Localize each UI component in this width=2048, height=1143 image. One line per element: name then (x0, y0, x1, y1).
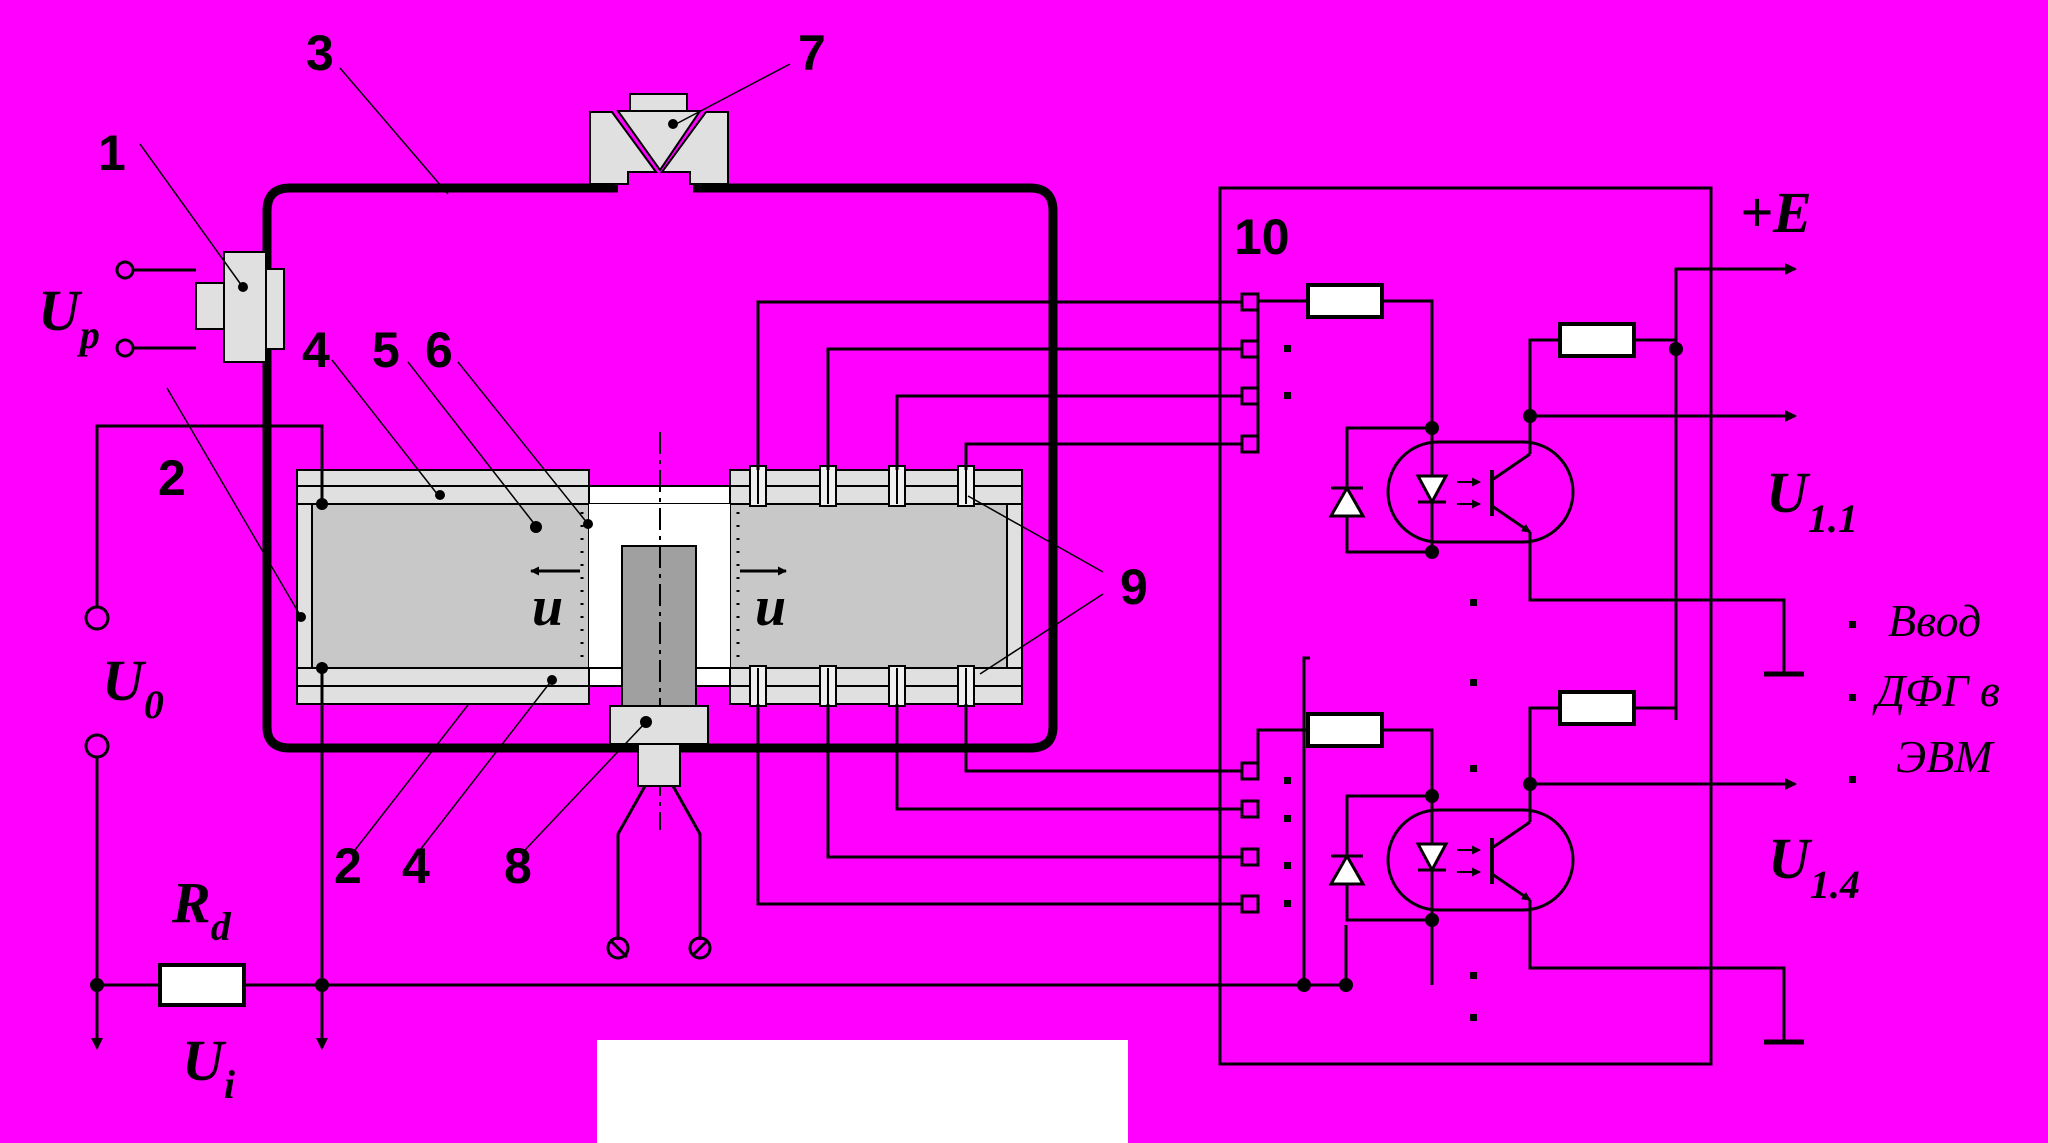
dot (1284, 862, 1291, 869)
optocoupler (1386, 440, 1575, 544)
velocity-label-right: u (755, 576, 786, 638)
note-line-1: Ввод (1888, 595, 1981, 646)
symbol-u14: U1.4 (1768, 826, 1860, 907)
node (1523, 409, 1537, 423)
note-line-2: ДФГ в (1872, 665, 2000, 716)
pin-wire (895, 394, 1242, 470)
label-4-bottom: 4 (402, 838, 430, 894)
label-1: 1 (98, 125, 126, 181)
pin-wire (756, 300, 1242, 470)
dot (1284, 900, 1291, 907)
label-9: 9 (1120, 559, 1148, 615)
terminal-square (1240, 292, 1260, 312)
label-7: 7 (798, 25, 826, 81)
protection-diode (1328, 484, 1366, 518)
pin-wire (964, 442, 1242, 470)
terminal-square (1240, 761, 1260, 781)
resistor (1306, 712, 1384, 748)
ion-gun (589, 93, 729, 185)
label-6: 6 (425, 322, 453, 378)
drift-tube-right (729, 469, 1023, 705)
terminal-square (1240, 386, 1260, 406)
label-5: 5 (372, 322, 400, 378)
pin-wire (895, 704, 1242, 811)
dot (1470, 679, 1477, 686)
pressure-sensor (115, 251, 285, 363)
optocouplers (1256, 283, 1804, 1045)
symbol-ui: Ui (182, 1028, 235, 1107)
pin-wire (756, 704, 1242, 906)
dot (1470, 972, 1477, 979)
symbol-supply: +E (1740, 180, 1812, 245)
pin-wire (964, 704, 1242, 773)
dots (1284, 345, 1477, 1021)
resistor (1306, 283, 1384, 319)
blank-white-area (597, 1040, 1128, 1143)
dot (1470, 765, 1477, 772)
interface-block (1218, 186, 1713, 1066)
optocoupler-stage (1256, 690, 1804, 1045)
terminal-square (1240, 847, 1260, 867)
pin-wire (826, 347, 1242, 470)
label-2-left: 2 (158, 450, 186, 506)
note-line-3: ЭВМ (1896, 731, 1995, 782)
terminal-square (1240, 434, 1260, 454)
optocoupler-stage (1256, 283, 1804, 677)
callouts: 1 2 3 4 5 6 7 8 9 10 2 4 (98, 25, 1290, 894)
node (1297, 978, 1311, 992)
terminal-squares (1240, 292, 1260, 914)
terminal-square (1240, 894, 1260, 914)
resistor (1558, 322, 1636, 358)
terminal-square (1240, 339, 1260, 359)
leader-lines (139, 63, 1104, 851)
node (1425, 545, 1439, 559)
symbols: Up U0 Rd Ui +E U1.1 U1.4 (38, 180, 1860, 1107)
pin-wire (826, 704, 1242, 859)
node (1425, 421, 1439, 435)
terminal-square (1240, 799, 1260, 819)
dot (1470, 1014, 1477, 1021)
label-10: 10 (1234, 209, 1290, 265)
protection-diode (1328, 852, 1366, 886)
label-4-top: 4 (302, 322, 330, 378)
dot (1470, 599, 1477, 606)
symbol-u11: U1.1 (1766, 460, 1858, 541)
resistor (1558, 690, 1636, 726)
return-bus (1297, 656, 1434, 992)
optocoupler (1386, 808, 1575, 912)
velocity-label-left: u (532, 576, 563, 638)
dot (1284, 345, 1291, 352)
dot (1284, 392, 1291, 399)
label-2-bottom: 2 (334, 838, 362, 894)
node (1339, 978, 1353, 992)
symbol-u0: U0 (102, 648, 164, 727)
led (1415, 842, 1449, 874)
ion-detector (606, 705, 712, 960)
node (1425, 789, 1439, 803)
symbol-rd: Rd (171, 870, 232, 949)
supply-line (1669, 263, 1797, 720)
dot (1284, 777, 1291, 784)
symbol-up: Up (38, 278, 100, 357)
pin-connections (756, 300, 1242, 906)
drift-tube-left (296, 469, 590, 705)
led (1415, 474, 1449, 506)
output-note: Ввод ДФГ в ЭВМ (1849, 595, 2000, 783)
label-3: 3 (306, 25, 334, 81)
supply-circuit (84, 424, 1345, 1050)
label-8: 8 (504, 838, 532, 894)
dot (1284, 815, 1291, 822)
node (1523, 777, 1537, 791)
